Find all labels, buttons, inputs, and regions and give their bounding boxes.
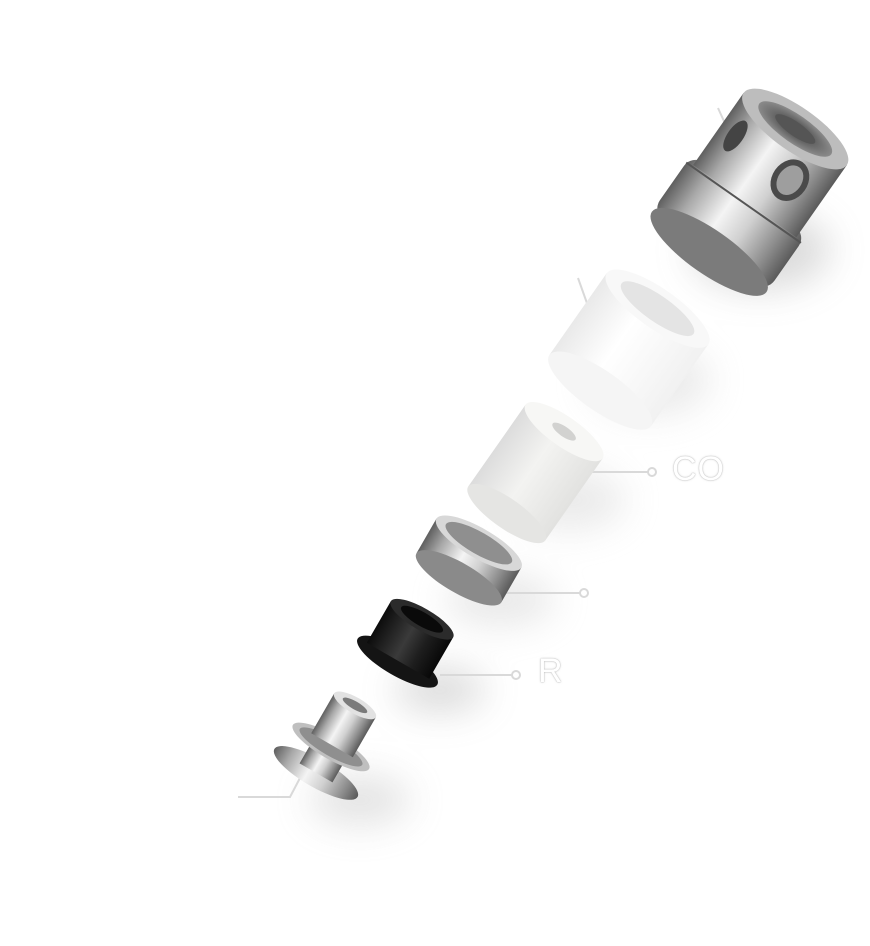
rubber-ring-part (357, 598, 454, 688)
cotton-part (467, 401, 604, 544)
leader-lines (238, 107, 729, 798)
top-cap-part (650, 88, 849, 296)
leader-dot-metal-ring (579, 588, 589, 598)
shadow-layer (310, 210, 830, 825)
leader-dot-cotton (647, 467, 657, 477)
metal-ring-part (415, 515, 522, 606)
leader-dot-rubber-ring (511, 670, 521, 680)
label-cotton: CO (672, 450, 725, 488)
label-rubber-ring: R (538, 652, 564, 690)
ceramic-sleeve-part (548, 269, 710, 430)
leader-line-upper-sleeve (577, 277, 589, 307)
leader-line-bottom-pin (238, 777, 301, 798)
bottom-pin-part (273, 691, 377, 800)
